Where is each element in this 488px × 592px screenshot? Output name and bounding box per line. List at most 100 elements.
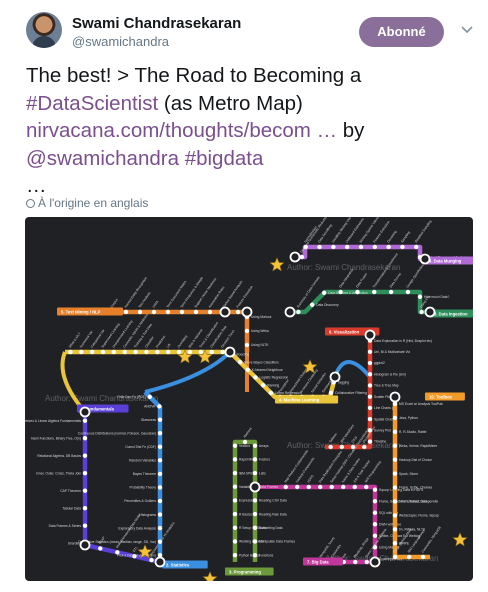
- metro-station: [328, 390, 334, 396]
- avatar[interactable]: [26, 12, 62, 48]
- station-label: Classifier: [144, 335, 155, 349]
- metro-station: [295, 484, 300, 490]
- translation-label: À l'origine en anglais: [38, 196, 149, 210]
- station-label: Using ETL: [419, 294, 431, 309]
- url-link[interactable]: nirvacana.com/thoughts/becom …: [26, 119, 338, 142]
- metro-station: [198, 349, 204, 355]
- metro-station: [245, 367, 250, 372]
- metro-station: [176, 349, 182, 355]
- metro-station: [157, 417, 163, 422]
- interchange-station: [419, 253, 431, 265]
- metro-station: [252, 498, 258, 503]
- station-label: Data Survey: [389, 272, 403, 289]
- star-icon: [177, 349, 193, 364]
- tweet-text: The best! > The Road to Becoming a #Data…: [26, 62, 466, 200]
- star-icon: [202, 571, 218, 581]
- station-label: Matrices & Linear Algebra Fundamentals: [25, 419, 81, 423]
- metro-station: [392, 513, 398, 518]
- interchange-station: [224, 346, 236, 358]
- station-label: Denoising: [386, 229, 398, 243]
- station-label: Tabular Data: [62, 506, 81, 510]
- station-label: Lift: [166, 343, 172, 349]
- line-label: 5. Text Mining / NLP: [61, 309, 101, 314]
- station-label: Inner, Outer, Cross, Theta Join: [36, 471, 81, 475]
- station-label: Sharding: [68, 541, 81, 545]
- station-label: UIMA: [152, 299, 160, 309]
- interchange-station: [79, 539, 91, 551]
- metro-station: [111, 349, 117, 355]
- tweet-text-segment: (as Metro Map): [158, 91, 303, 115]
- metro-station: [157, 485, 163, 490]
- metro-station: [341, 484, 346, 490]
- user-name[interactable]: Swami Chandrasekaran: [72, 15, 242, 32]
- metro-station: [321, 290, 327, 296]
- metro-station: [252, 539, 258, 544]
- metro-station: [157, 458, 163, 463]
- station-label: Tagging: [338, 380, 350, 384]
- watermark-text: Author: Swami Chandrasekaran: [287, 263, 400, 272]
- station-label: Webscraper, Flume, Sqoop: [399, 514, 439, 518]
- station-label: Descriptive Statistics (mean, median, ra…: [78, 540, 156, 544]
- hashtag-link[interactable]: #DataScientist: [26, 91, 159, 115]
- station-label: rmr: [341, 552, 348, 559]
- station-label: Matrices: [243, 426, 253, 438]
- metro-station: [392, 443, 398, 448]
- metro-station: [232, 552, 238, 558]
- metro-station: [392, 527, 398, 532]
- metro-connector: [60, 351, 87, 414]
- station-label: ggplot2: [374, 361, 385, 365]
- metro-station: [392, 429, 398, 435]
- station-label: Cumul Dist Fn (CDF): [125, 445, 156, 449]
- station-label: Arrays: [259, 444, 269, 448]
- user-handle[interactable]: @swamichandra: [72, 34, 170, 49]
- translation-note[interactable]: À l'origine en anglais: [26, 196, 148, 210]
- tweet-line: nirvacana.com/thoughts/becom … by: [26, 117, 466, 145]
- metro-station: [157, 539, 163, 544]
- station-label: Using Weka: [251, 329, 269, 333]
- line-label: 7. Big Data: [307, 559, 329, 564]
- metro-station: [220, 349, 225, 355]
- station-label: Corpus: [110, 298, 119, 309]
- metro-station: [232, 539, 238, 544]
- metro-station: [339, 444, 345, 450]
- metro-station: [179, 309, 185, 315]
- metro-station: [207, 309, 213, 315]
- station-label: Overfitting: [177, 334, 189, 348]
- station-label: Boosting: [236, 353, 249, 357]
- metro-station: [253, 375, 258, 380]
- metro-station: [260, 382, 266, 388]
- station-label: Nutch, Talend, Scraperwiki: [399, 500, 438, 504]
- metro-station: [237, 359, 243, 365]
- station-label: ANOVA: [144, 405, 156, 409]
- metro-station: [89, 349, 95, 355]
- chevron-down-icon[interactable]: [461, 24, 473, 36]
- metro-station: [79, 349, 84, 355]
- station-label: Weka, Knime, RapidMiner: [399, 444, 438, 448]
- hashtag-link[interactable]: #bigdata: [184, 146, 264, 170]
- metro-station: [123, 309, 129, 315]
- metro-station: [406, 554, 412, 560]
- metro-station: [268, 390, 274, 396]
- station-label: Spark, Storm: [399, 472, 418, 476]
- mention-link[interactable]: @swamichandra: [26, 146, 179, 170]
- metro-station: [151, 309, 157, 315]
- metro-station: [358, 244, 364, 250]
- metro-station: [317, 244, 322, 250]
- metro-station: [157, 404, 162, 409]
- metro-station: [98, 546, 103, 551]
- metro-station: [252, 525, 258, 530]
- line-label-box: [425, 392, 465, 401]
- metro-station: [209, 349, 214, 355]
- metro-station: [299, 254, 305, 260]
- interchange-station: [219, 306, 231, 318]
- station-label: Text Analysis: [138, 291, 152, 309]
- metro-station: [414, 244, 419, 250]
- station-label: Relational Algebra, DB Basics: [37, 454, 81, 458]
- following-button[interactable]: Abonné: [359, 17, 444, 47]
- station-label: Expressions: [239, 499, 257, 503]
- metro-connector: [333, 360, 372, 379]
- interchange-station: [284, 306, 296, 318]
- metro-station: [392, 457, 398, 462]
- station-label: Data Discovery: [316, 303, 339, 307]
